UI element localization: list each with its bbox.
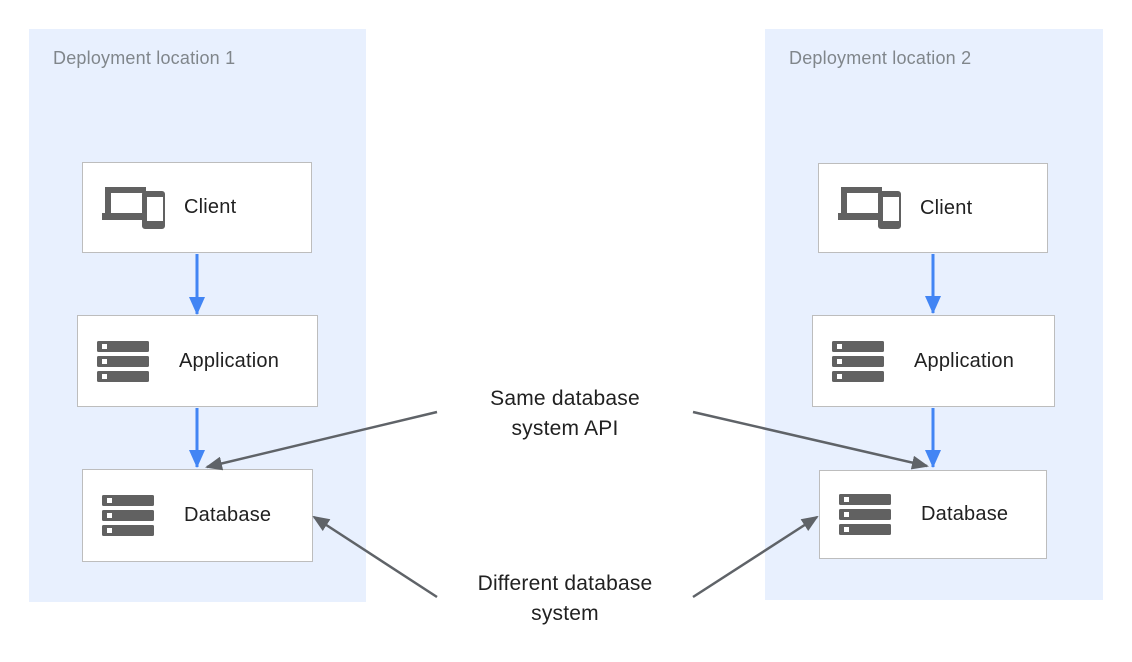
servers-icon: [102, 495, 170, 536]
node-database-1: Database: [82, 469, 313, 562]
node-application-1: Application: [77, 315, 318, 407]
node-label: Application: [179, 349, 280, 372]
annotation-line: system: [531, 602, 599, 625]
node-label: Database: [184, 504, 272, 526]
annotation-different-database-system: Different database system: [445, 569, 685, 629]
node-label: Database: [921, 503, 1009, 525]
node-application-2: Application: [812, 315, 1055, 407]
node-label: Application: [914, 349, 1015, 372]
servers-icon: [97, 340, 165, 382]
node-database-2: Database: [819, 470, 1047, 559]
node-label: Client: [184, 196, 237, 218]
annotation-line: Different database: [477, 572, 653, 595]
node-client-1: Client: [82, 162, 312, 253]
annotation-line: system API: [511, 417, 619, 440]
devices-icon: [838, 187, 906, 229]
panel-title: Deployment location 2: [789, 48, 972, 68]
annotation-line: Same database: [490, 387, 640, 410]
servers-icon: [839, 494, 907, 535]
node-client-2: Client: [818, 163, 1048, 253]
annotation-same-database-api: Same database system API: [445, 384, 685, 444]
devices-icon: [102, 186, 170, 229]
node-label: Client: [920, 196, 973, 219]
servers-icon: [832, 340, 900, 382]
panel-title: Deployment location 1: [53, 48, 236, 68]
